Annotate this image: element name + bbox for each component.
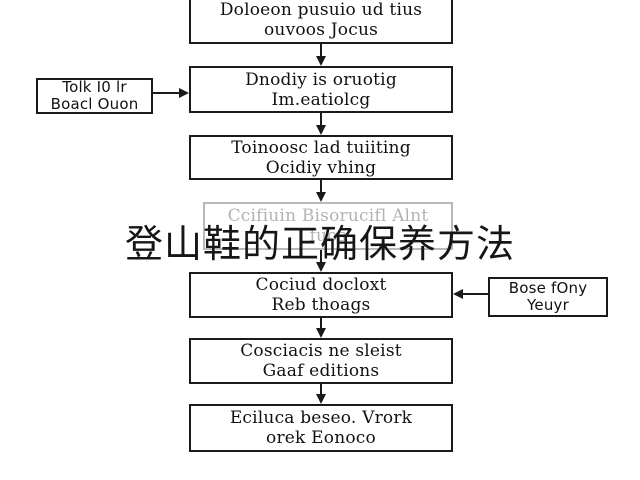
overlay-title: 登山鞋的正确保养方法: [124, 222, 515, 266]
flow-step-7: Eciluca beseo. Vrork orek Eonoco: [189, 404, 453, 452]
side-note-right-line1: Bose fOny: [508, 279, 588, 297]
flow-step-6-line1: Cosciacis ne sleist: [240, 341, 402, 361]
flow-step-7-line1: Eciluca beseo. Vrork: [229, 408, 413, 428]
flow-step-2: Dnodiy is oruotig Im.eatiolcg: [189, 66, 453, 113]
flow-step-3-line2: Ocidiy vhing: [265, 157, 377, 178]
flow-step-4: Ccifiuin Bisorucifl Alnt fuos: [203, 202, 453, 250]
flow-step-4-line2: fuos: [309, 226, 347, 246]
side-note-left-line1: Tolk I0 lr: [62, 78, 127, 96]
flow-step-4-line1: Ccifiuin Bisorucifl Alnt: [227, 206, 429, 226]
flow-step-3: Toinoosc lad tuiiting Ocidiy vhing: [189, 135, 453, 180]
flow-step-2-line2: Im.eatiolcg: [271, 89, 371, 110]
flow-step-5: Cociud docloxt Reb thoags: [189, 272, 453, 318]
side-note-right-line2: Yeuyr: [527, 296, 569, 314]
flow-step-1: Doloeon pusuio ud tius ouvoos Jocus: [189, 0, 453, 44]
side-note-left: Tolk I0 lr Boacl Ouon: [36, 78, 153, 114]
flow-step-5-line2: Reb thoags: [271, 295, 371, 315]
flow-step-1-line1: Doloeon pusuio ud tius: [219, 0, 423, 20]
flow-step-1-line2: ouvoos Jocus: [263, 20, 379, 40]
flow-step-7-line2: orek Eonoco: [266, 428, 376, 448]
flow-step-5-line1: Cociud docloxt: [255, 275, 387, 295]
flow-step-6-line2: Gaaf editions: [262, 361, 380, 381]
side-note-right: Bose fOny Yeuyr: [488, 277, 608, 317]
flow-step-6: Cosciacis ne sleist Gaaf editions: [189, 338, 453, 384]
side-note-left-line2: Boacl Ouon: [50, 95, 139, 113]
flow-step-2-line1: Dnodiy is oruotig: [245, 69, 397, 90]
flow-step-3-line1: Toinoosc lad tuiiting: [231, 137, 411, 158]
